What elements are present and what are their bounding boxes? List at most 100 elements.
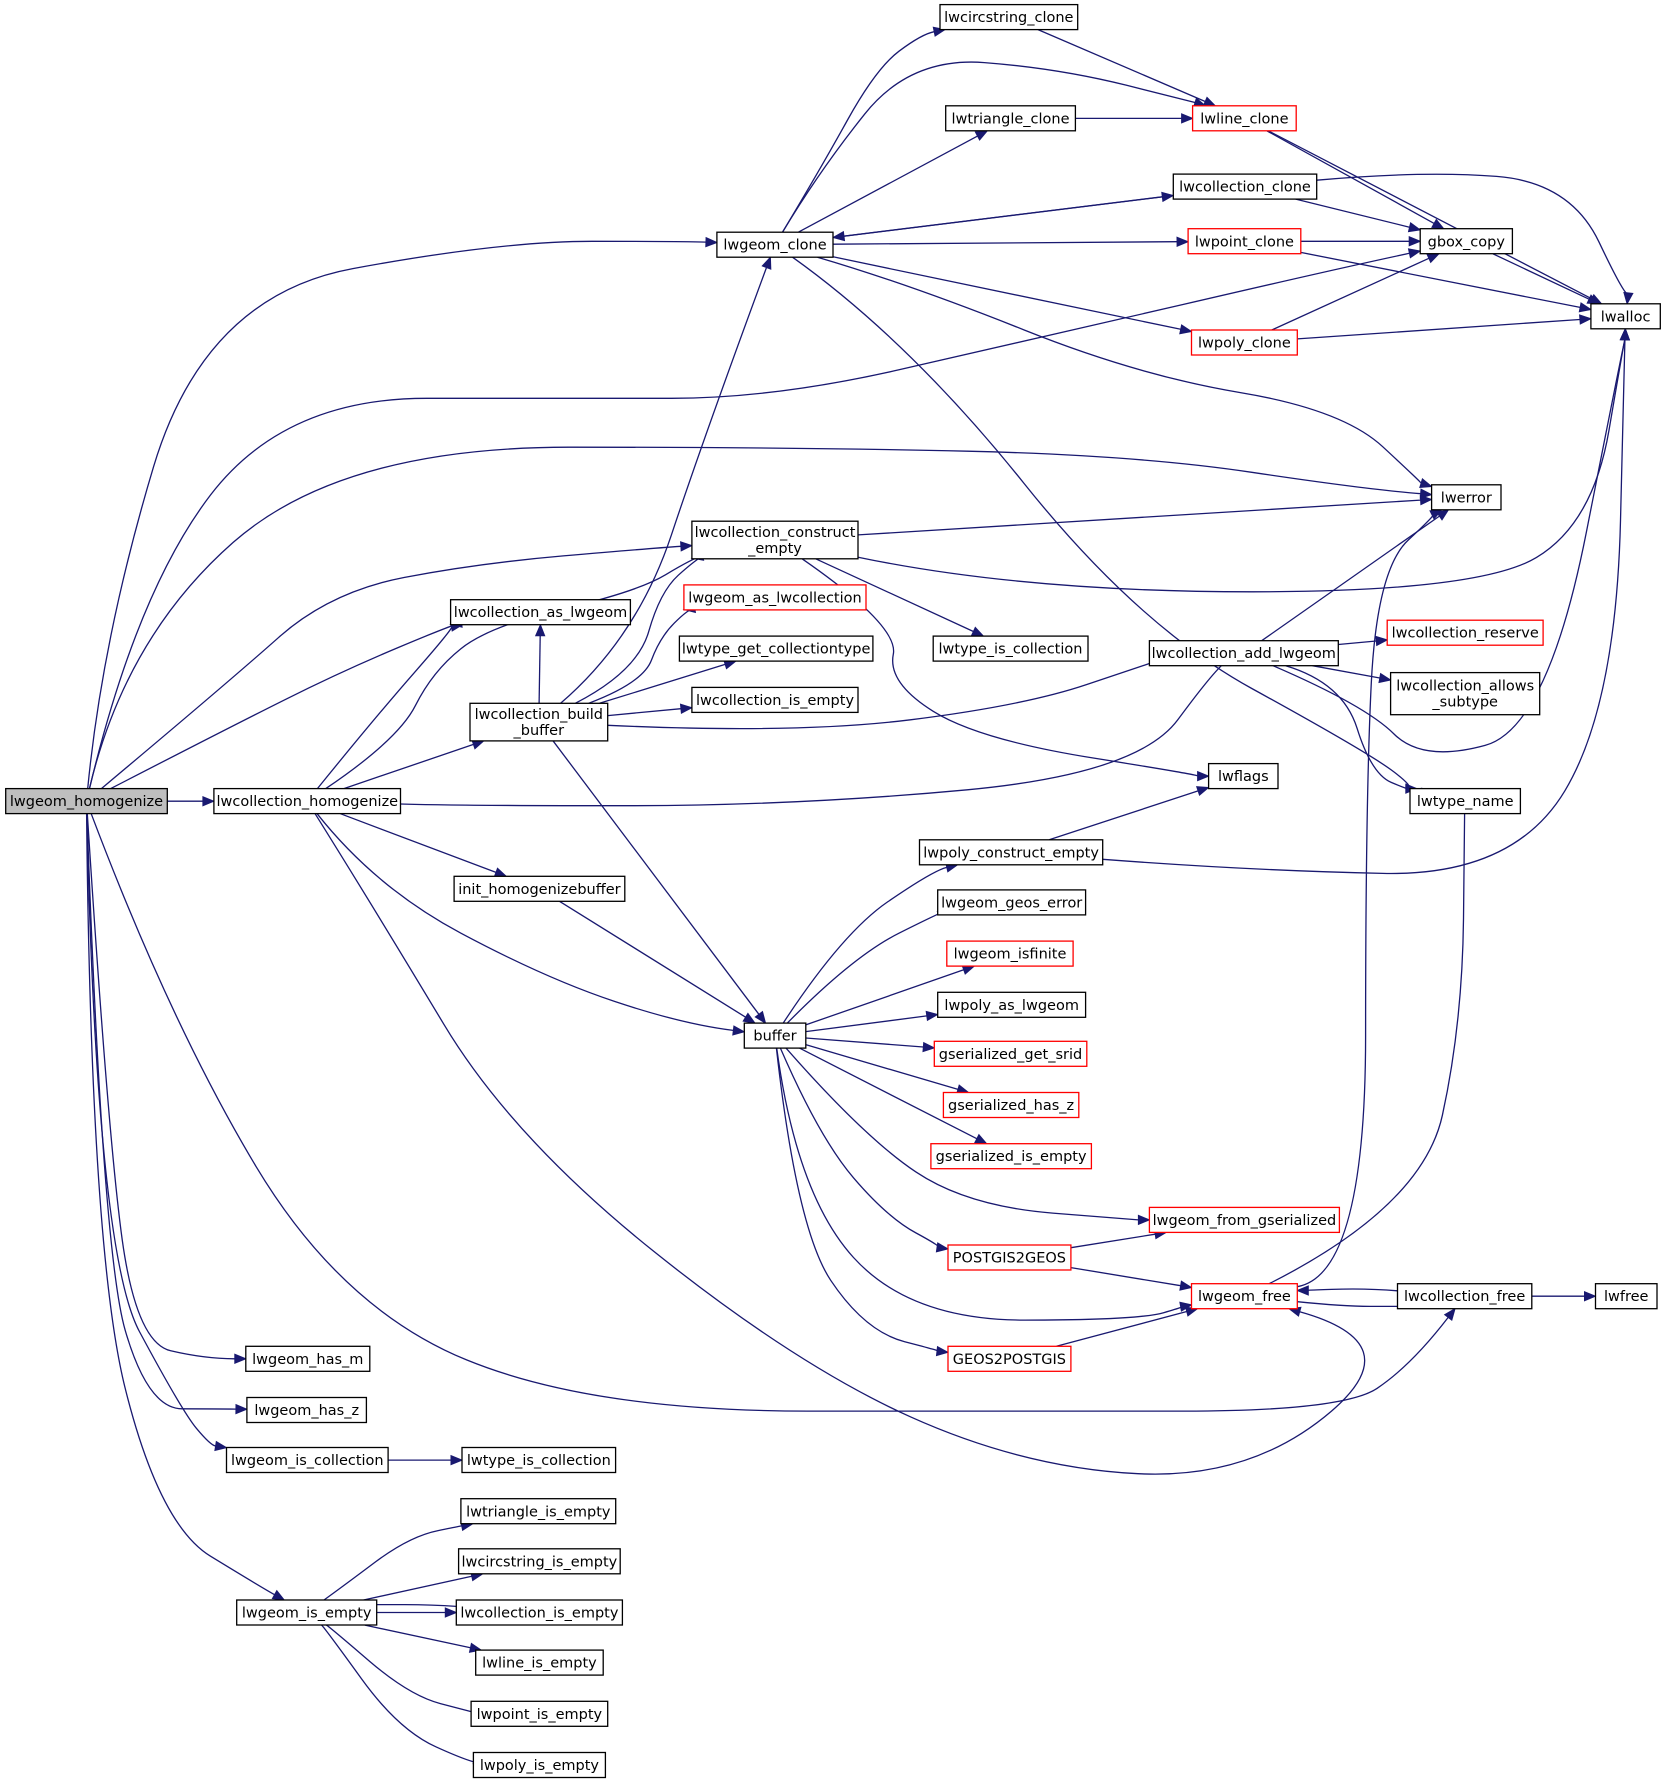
node-lwtriangle_clone[interactable]: lwtriangle_clone bbox=[945, 105, 1077, 132]
node-lwpoly_as_lwgeom[interactable]: lwpoly_as_lwgeom bbox=[937, 991, 1087, 1018]
edge-lwgeom_clone-to-lwtype_name bbox=[792, 256, 1410, 790]
node-box bbox=[1386, 619, 1544, 646]
node-GEOS2POSTGIS[interactable]: GEOS2POSTGIS bbox=[947, 1345, 1072, 1372]
node-lwerror[interactable]: lwerror bbox=[1430, 484, 1502, 511]
node-lwpoly_is_empty[interactable]: lwpoly_is_empty bbox=[472, 1751, 607, 1779]
node-gbox_copy[interactable]: gbox_copy bbox=[1419, 228, 1514, 255]
node-box bbox=[945, 105, 1077, 132]
node-gserialized_get_srid[interactable]: gserialized_get_srid bbox=[933, 1040, 1088, 1067]
node-lwflags[interactable]: lwflags bbox=[1207, 762, 1279, 790]
node-lwpoly_construct_empty[interactable]: lwpoly_construct_empty bbox=[918, 839, 1104, 866]
node-box bbox=[937, 889, 1087, 916]
edge-lwpoly_construct_empty-to-lwflags bbox=[1048, 790, 1199, 841]
node-init_homogenizebuffer[interactable]: init_homogenizebuffer bbox=[453, 875, 626, 902]
node-label: POSTGIS2GEOS bbox=[953, 1251, 1066, 1267]
edge-lwcollection_build_buffer-to-lwgeom_clone bbox=[560, 267, 768, 704]
node-lwcollection_is_empty_bot[interactable]: lwcollection_is_empty bbox=[455, 1599, 624, 1626]
edge-root-to-lwerror bbox=[88, 446, 1421, 789]
node-label: lwflags bbox=[1218, 769, 1269, 785]
node-lwtriangle_is_empty[interactable]: lwtriangle_is_empty bbox=[460, 1498, 617, 1525]
node-label: lwcollection_reserve bbox=[1392, 626, 1539, 642]
node-lwalloc[interactable]: lwalloc bbox=[1590, 303, 1661, 330]
node-lwcollection_construct_empty[interactable]: lwcollection_construct_empty bbox=[691, 520, 859, 560]
node-lwline_clone[interactable]: lwline_clone bbox=[1191, 105, 1297, 132]
arrowhead-root-to-lwcollection_homogenize bbox=[202, 795, 216, 807]
node-box bbox=[942, 1091, 1080, 1119]
arrowhead-buffer-to-gserialized_get_srid bbox=[922, 1041, 936, 1053]
node-box bbox=[1594, 1283, 1658, 1310]
node-lwtype_is_collection_top[interactable]: lwtype_is_collection bbox=[932, 635, 1089, 662]
node-lwpoly_clone[interactable]: lwpoly_clone bbox=[1190, 329, 1298, 356]
node-lwtype_get_collectiontype[interactable]: lwtype_get_collectiontype bbox=[678, 635, 874, 662]
edge-lwcollection_is_empty_bot-to-lwgeom_is_empty bbox=[365, 1603, 457, 1608]
node-lwgeom_is_collection[interactable]: lwgeom_is_collection bbox=[225, 1446, 389, 1474]
node-box bbox=[691, 686, 859, 714]
node-lwcollection_add_lwgeom[interactable]: lwcollection_add_lwgeom bbox=[1148, 640, 1339, 667]
node-lwgeom_isfinite[interactable]: lwgeom_isfinite bbox=[946, 940, 1074, 967]
node-box bbox=[1430, 484, 1502, 511]
node-buffer[interactable]: buffer bbox=[743, 1022, 807, 1049]
edge-lwcollection_build_buffer-to-lwcollection_add_lwgeom bbox=[607, 662, 1150, 730]
node-lwgeom_free[interactable]: lwgeom_free bbox=[1190, 1283, 1298, 1310]
node-POSTGIS2GEOS[interactable]: POSTGIS2GEOS bbox=[947, 1244, 1072, 1271]
edge-lwcollection_clone-to-gbox_copy bbox=[1295, 198, 1410, 228]
node-lwcollection_allows_subtype[interactable]: lwcollection_allows_subtype bbox=[1389, 671, 1541, 716]
node-label: lwgeom_isfinite bbox=[954, 947, 1067, 963]
edge-buffer-to-lwgeom_free bbox=[776, 1048, 1184, 1321]
arrowhead-root-to-lwerror bbox=[1419, 488, 1433, 499]
node-lwpoint_clone[interactable]: lwpoint_clone bbox=[1187, 228, 1302, 255]
node-label: lwtriangle_is_empty bbox=[466, 1504, 611, 1520]
node-box bbox=[1187, 228, 1302, 255]
edge-lwcollection_clone-to-lwgeom_clone bbox=[843, 194, 1174, 237]
node-label: lwcollection_allows bbox=[1396, 679, 1534, 695]
node-box bbox=[947, 1244, 1072, 1271]
node-gserialized_has_z[interactable]: gserialized_has_z bbox=[942, 1091, 1080, 1119]
edge-buffer-to-gserialized_is_empty bbox=[799, 1047, 978, 1140]
node-lwgeom_has_m[interactable]: lwgeom_has_m bbox=[245, 1345, 371, 1372]
arrowhead-buffer-to-GEOS2POSTGIS bbox=[935, 1345, 950, 1357]
node-lwcollection_is_empty_top[interactable]: lwcollection_is_empty bbox=[691, 686, 859, 714]
node-label: lwline_clone bbox=[1200, 111, 1288, 127]
node-lwgeom_as_lwcollection[interactable]: lwgeom_as_lwcollection bbox=[683, 584, 867, 611]
node-lwcollection_clone[interactable]: lwcollection_clone bbox=[1172, 173, 1318, 200]
node-lwgeom_has_z[interactable]: lwgeom_has_z bbox=[246, 1396, 368, 1424]
arrowhead-lwgeom_is_collection-to-lwtype_is_collection_bot bbox=[450, 1454, 464, 1466]
node-lwgeom_from_gserialized[interactable]: lwgeom_from_gserialized bbox=[1148, 1206, 1341, 1234]
arrowhead-lwcollection_homogenize-to-init_homogenizebuffer bbox=[493, 867, 508, 878]
edge-buffer-to-lwpoly_as_lwgeom bbox=[805, 1015, 927, 1033]
node-lwcollection_reserve[interactable]: lwcollection_reserve bbox=[1386, 619, 1544, 646]
arrowhead-root-to-lwgeom_has_m bbox=[234, 1353, 248, 1365]
edge-lwgeom_is_empty-to-lwpoint_is_empty bbox=[326, 1624, 472, 1713]
node-label: lwline_is_empty bbox=[482, 1656, 597, 1672]
arrowhead-lwcollection_homogenize-to-buffer bbox=[732, 1025, 746, 1036]
node-gserialized_is_empty[interactable]: gserialized_is_empty bbox=[930, 1143, 1093, 1170]
node-lwgeom_is_empty[interactable]: lwgeom_is_empty bbox=[236, 1599, 378, 1626]
node-lwcircstring_is_empty[interactable]: lwcircstring_is_empty bbox=[457, 1548, 621, 1575]
edge-lwpoly_construct_empty-to-lwalloc bbox=[1102, 339, 1626, 875]
node-lwcircstring_clone[interactable]: lwcircstring_clone bbox=[939, 3, 1079, 31]
node-lwline_is_empty[interactable]: lwline_is_empty bbox=[475, 1649, 604, 1676]
node-lwtype_name[interactable]: lwtype_name bbox=[1409, 787, 1522, 815]
node-lwcollection_free[interactable]: lwcollection_free bbox=[1396, 1283, 1533, 1310]
node-box bbox=[470, 1700, 609, 1727]
node-box bbox=[930, 1143, 1093, 1170]
node-lwfree[interactable]: lwfree bbox=[1594, 1283, 1658, 1310]
node-lwgeom_clone[interactable]: lwgeom_clone bbox=[716, 231, 834, 258]
node-root[interactable]: lwgeom_homogenize bbox=[5, 787, 168, 815]
node-box bbox=[691, 520, 859, 560]
edge-lwcollection_homogenize-to-buffer bbox=[316, 813, 734, 1032]
node-lwcollection_build_buffer[interactable]: lwcollection_build_buffer bbox=[469, 702, 609, 742]
node-lwcollection_as_lwgeom[interactable]: lwcollection_as_lwgeom bbox=[449, 599, 632, 626]
node-lwgeom_geos_error[interactable]: lwgeom_geos_error bbox=[937, 889, 1087, 916]
arrowhead-lwgeom_is_empty-to-lwcollection_is_empty_bot bbox=[444, 1607, 458, 1618]
node-lwcollection_homogenize[interactable]: lwcollection_homogenize bbox=[213, 787, 402, 815]
edge-lwgeom_free-to-lwcollection_free bbox=[1297, 1301, 1398, 1308]
node-label: lwpoint_is_empty bbox=[477, 1707, 603, 1723]
node-lwtype_is_collection_bot[interactable]: lwtype_is_collection bbox=[461, 1446, 617, 1474]
edge-lwcollection_construct_empty-to-lwerror bbox=[858, 499, 1421, 536]
edge-lwgeom_clone-to-lwline_clone bbox=[781, 61, 1196, 233]
node-label: lwpoint_clone bbox=[1195, 234, 1294, 250]
arrowhead-buffer-to-lwpoly_as_lwgeom bbox=[925, 1010, 940, 1022]
node-lwpoint_is_empty[interactable]: lwpoint_is_empty bbox=[470, 1700, 609, 1727]
